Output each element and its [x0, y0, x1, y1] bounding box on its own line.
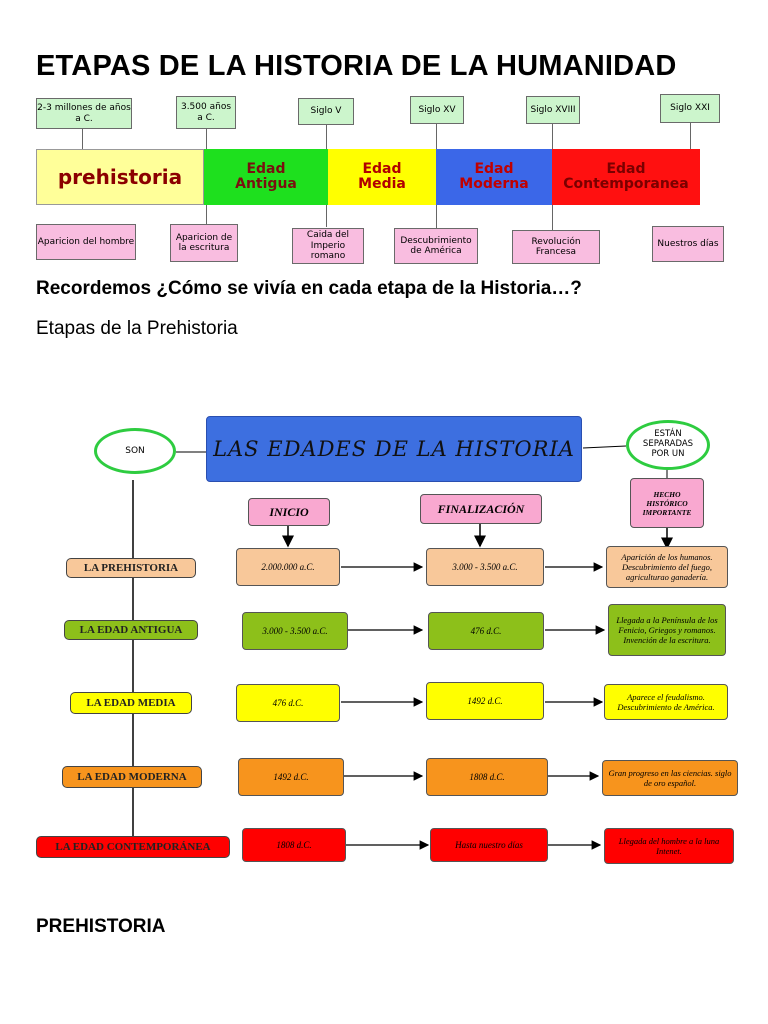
- timeline-note-top: 3.500 años a C.: [176, 96, 236, 129]
- inicio-moderna: 1492 d.C.: [238, 758, 344, 796]
- finalizacion-label: FINALIZACIÓN: [420, 494, 542, 524]
- connector-line: [206, 205, 207, 225]
- hecho-media: Aparece el feudalismo. Descubrimiento de…: [604, 684, 728, 720]
- hecho-antigua: Llegada a la Península de los Fenicio, G…: [608, 604, 726, 656]
- inicio-label: INICIO: [248, 498, 330, 526]
- connector-line: [436, 205, 437, 229]
- son-circle: SON: [94, 428, 176, 474]
- diagram-title: LAS EDADES DE LA HISTORIA: [213, 437, 575, 461]
- connector-line: [690, 123, 691, 149]
- connector-line: [326, 125, 327, 149]
- era-bar-antigua: Edad Antigua: [204, 149, 328, 205]
- era-bar-contemporanea: Edad Contemporanea: [552, 149, 700, 205]
- era-label-media: LA EDAD MEDIA: [70, 692, 192, 714]
- timeline-note-bottom: Aparicion del hombre: [36, 224, 136, 260]
- diagram-title-box: LAS EDADES DE LA HISTORIA: [206, 416, 582, 482]
- connector-line: [552, 124, 553, 149]
- timeline-note-bottom: Aparicion de la escritura: [170, 224, 238, 262]
- era-label-prehistoria: LA PREHISTORIA: [66, 558, 196, 578]
- son-label: SON: [125, 446, 145, 456]
- timeline-note-top: Siglo XXI: [660, 94, 720, 123]
- separadas-circle: ESTÁN SEPARADAS POR UN: [626, 420, 710, 470]
- timeline-note-top: 2-3 millones de años a C.: [36, 98, 132, 129]
- connector-line: [436, 124, 437, 149]
- era-bar-prehistoria: prehistoria: [36, 149, 204, 205]
- inicio-contemporanea: 1808 d.C.: [242, 828, 346, 862]
- era-label-moderna: LA EDAD MODERNA: [62, 766, 202, 788]
- connector-line: [82, 129, 83, 149]
- connector-line: [206, 129, 207, 149]
- section-heading: PREHISTORIA: [36, 916, 166, 937]
- question-text: Recordemos ¿Cómo se vivía en cada etapa …: [36, 278, 582, 299]
- era-label-antigua: LA EDAD ANTIGUA: [64, 620, 198, 640]
- inicio-antigua: 3.000 - 3.500 a.C.: [242, 612, 348, 650]
- hecho-label: HECHO HISTÓRICO IMPORTANTE: [630, 478, 704, 528]
- hecho-prehistoria: Aparición de los humanos. Descubrimiento…: [606, 546, 728, 588]
- inicio-prehistoria: 2.000.000 a.C.: [236, 548, 340, 586]
- fin-contemporanea: Hasta nuestro días: [430, 828, 548, 862]
- edades-diagram: SON LAS EDADES DE LA HISTORIA ESTÁN SEPA…: [30, 408, 746, 868]
- timeline-note-bottom: Caida del Imperio romano: [292, 228, 364, 264]
- fin-media: 1492 d.C.: [426, 682, 544, 720]
- hecho-contemporanea: Llegada del hombre a la luna Intenet.: [604, 828, 734, 864]
- connector-line: [326, 205, 327, 227]
- era-bar-moderna: Edad Moderna: [436, 149, 552, 205]
- timeline-figure: 2-3 millones de años a C. 3.500 años a C…: [34, 92, 728, 270]
- timeline-note-top: Siglo V: [298, 98, 354, 125]
- timeline-note-top: Siglo XVIII: [526, 96, 580, 124]
- era-label-contemporanea: LA EDAD CONTEMPORÁNEA: [36, 836, 230, 858]
- fin-antigua: 476 d.C.: [428, 612, 544, 650]
- fin-moderna: 1808 d.C.: [426, 758, 548, 796]
- era-bar-media: Edad Media: [328, 149, 436, 205]
- page-title: ETAPAS DE LA HISTORIA DE LA HUMANIDAD: [36, 50, 677, 82]
- hecho-moderna: Gran progreso en las ciencias. siglo de …: [602, 760, 738, 796]
- fin-prehistoria: 3.000 - 3.500 a.C.: [426, 548, 544, 586]
- timeline-note-bottom: Nuestros días: [652, 226, 724, 262]
- inicio-media: 476 d.C.: [236, 684, 340, 722]
- subtitle-text: Etapas de la Prehistoria: [36, 318, 238, 339]
- timeline-note-bottom: Descubrimiento de América: [394, 228, 478, 264]
- connector-line: [552, 205, 553, 231]
- timeline-note-bottom: Revolución Francesa: [512, 230, 600, 264]
- timeline-note-top: Siglo XV: [410, 96, 464, 124]
- separadas-label: ESTÁN SEPARADAS POR UN: [642, 429, 694, 459]
